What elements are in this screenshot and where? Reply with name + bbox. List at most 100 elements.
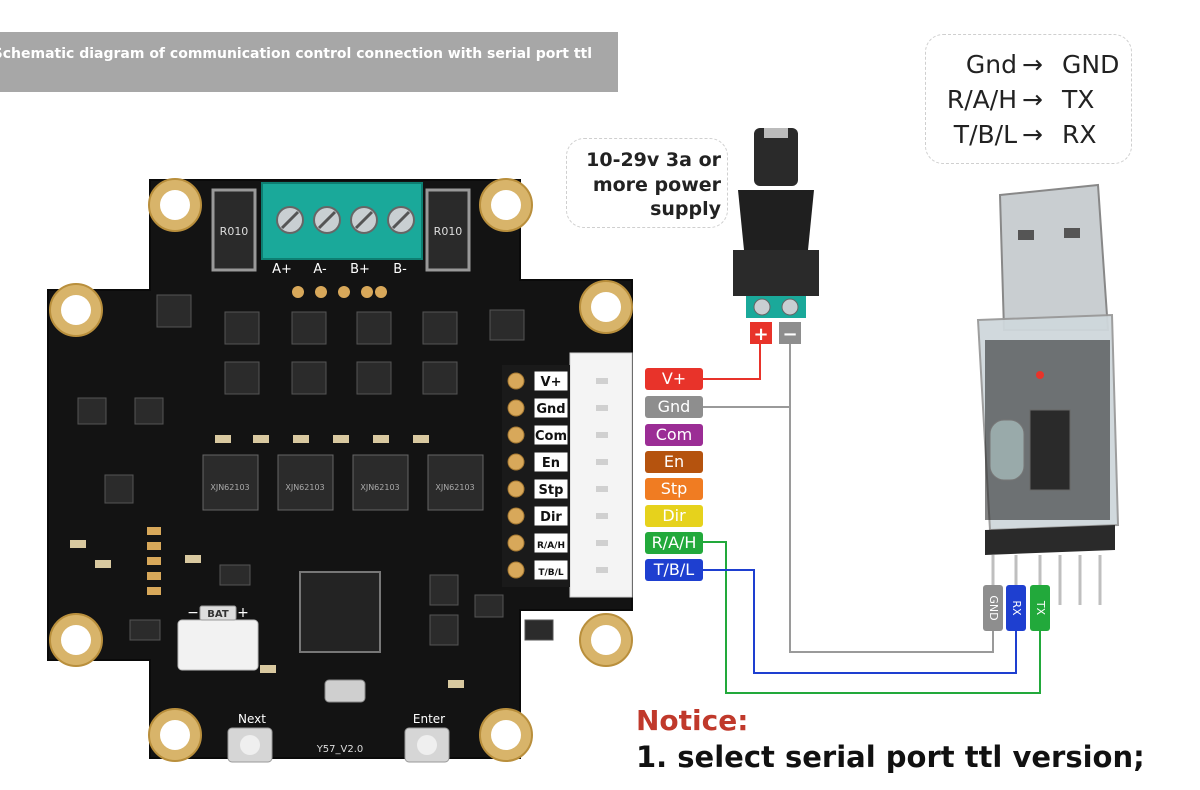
battery-connector: BAT + − bbox=[177, 605, 259, 671]
wire-gnd-usb bbox=[789, 407, 994, 653]
svg-text:RX: RX bbox=[1010, 600, 1023, 616]
resistor-label-left: R010 bbox=[220, 225, 249, 238]
driver-label-2: XJN62103 bbox=[285, 483, 324, 492]
header-label: V+ bbox=[541, 375, 562, 390]
pin-tag-vplus: V+ bbox=[645, 368, 703, 390]
pin-tag-stp: Stp bbox=[645, 478, 703, 500]
header-label-box bbox=[533, 532, 569, 554]
wire-vplus bbox=[703, 340, 761, 380]
mapping-from: Gnd bbox=[965, 50, 1017, 79]
pin-tag-dir: Dir bbox=[645, 505, 703, 527]
driver-label-3: XJN62103 bbox=[360, 483, 399, 492]
driver-label-4: XJN62103 bbox=[435, 483, 474, 492]
header-label-box bbox=[533, 424, 569, 446]
controller-board: R010 R010 A+ A- B+ B- bbox=[47, 178, 633, 763]
wire-gnd-supply bbox=[703, 340, 791, 408]
power-note-line-3: supply bbox=[650, 198, 721, 220]
enter-label: Enter bbox=[413, 712, 445, 726]
bat-plus: + bbox=[237, 605, 249, 621]
mapping-arrow: → bbox=[1022, 85, 1043, 114]
jack-plus-label: + bbox=[753, 324, 768, 345]
header-pad bbox=[507, 453, 525, 471]
mapping-from: R/A/H bbox=[946, 85, 1017, 114]
header-pad bbox=[507, 534, 525, 552]
pin-tag-rah: R/A/H bbox=[645, 532, 703, 554]
header-slot bbox=[596, 405, 608, 411]
terminal-label-a-minus: A- bbox=[313, 262, 327, 277]
wires bbox=[703, 340, 1041, 694]
header-label-box bbox=[533, 559, 569, 581]
wire-rah bbox=[703, 541, 1041, 694]
bat-label: BAT bbox=[207, 609, 229, 620]
header-label: Com bbox=[535, 429, 567, 444]
power-note-line-1: 10-29v 3a or bbox=[586, 149, 721, 171]
header-slot bbox=[596, 459, 608, 465]
header-slot bbox=[596, 378, 608, 384]
board-buttons: Next Enter Y57_V2.0 bbox=[227, 712, 450, 763]
version-label: Y57_V2.0 bbox=[316, 744, 364, 755]
header-slot bbox=[596, 486, 608, 492]
header-label: R/A/H bbox=[537, 541, 565, 551]
header-label: Dir bbox=[540, 510, 562, 525]
header-pad bbox=[507, 372, 525, 390]
header-pad bbox=[507, 561, 525, 579]
mcu-chip bbox=[299, 571, 381, 653]
mapping-to: RX bbox=[1062, 120, 1097, 149]
driver-ics: XJN62103 XJN62103 XJN62103 XJN62103 bbox=[202, 454, 484, 511]
header-slot bbox=[596, 540, 608, 546]
power-jack: + − bbox=[733, 128, 819, 345]
header-label-box bbox=[533, 505, 569, 527]
mapping-arrow: → bbox=[1022, 50, 1043, 79]
jack-minus-label: − bbox=[782, 324, 797, 345]
header-pad bbox=[507, 426, 525, 444]
svg-text:GND: GND bbox=[987, 595, 1000, 620]
header-slot bbox=[596, 567, 608, 573]
notice-title: Notice: bbox=[636, 704, 749, 737]
svg-text:TX: TX bbox=[1034, 600, 1047, 616]
header-label-box bbox=[533, 451, 569, 473]
driver-label-1: XJN62103 bbox=[210, 483, 249, 492]
pin-tag-com: Com bbox=[645, 424, 703, 446]
power-note-line-2: more power bbox=[592, 174, 721, 196]
header-label: Stp bbox=[539, 483, 564, 498]
mapping-from: T/B/L bbox=[953, 120, 1017, 149]
mapping-to: GND bbox=[1062, 50, 1120, 79]
motor-terminal-block: A+ A- B+ B- bbox=[261, 182, 423, 277]
header-label-box bbox=[533, 397, 569, 419]
header-pad bbox=[507, 507, 525, 525]
header-label: Gnd bbox=[536, 402, 565, 417]
mosfet-array bbox=[156, 294, 525, 395]
mapping-arrow: → bbox=[1022, 120, 1043, 149]
pin-tag-tbl: T/B/L bbox=[645, 559, 703, 581]
usb-ttl-adapter: GND RX TX bbox=[976, 183, 1120, 631]
resistor-label-right: R010 bbox=[434, 225, 463, 238]
pin-tag-gnd: Gnd bbox=[645, 396, 703, 418]
mapping-to: TX bbox=[1062, 85, 1095, 114]
header-label-box bbox=[533, 478, 569, 500]
bat-minus: − bbox=[187, 605, 199, 621]
usb-pin-tag-rx: RX bbox=[1006, 585, 1026, 631]
header-pad bbox=[507, 399, 525, 417]
usb-pin-tag-tx: TX bbox=[1030, 585, 1050, 631]
shunt-resistors: R010 R010 bbox=[211, 188, 471, 272]
wire-tbl bbox=[703, 569, 1017, 674]
terminal-label-a-plus: A+ bbox=[272, 262, 292, 277]
header-slot bbox=[596, 513, 608, 519]
header-label: T/B/L bbox=[538, 568, 564, 578]
header-label-box bbox=[533, 370, 569, 392]
terminal-label-b-minus: B- bbox=[393, 262, 407, 277]
usb-pin-tag-gnd: GND bbox=[983, 585, 1003, 631]
title-banner: Schematic diagram of communication contr… bbox=[0, 32, 618, 92]
pin-tag-en: En bbox=[645, 451, 703, 473]
terminal-label-b-plus: B+ bbox=[350, 262, 370, 277]
header-pad bbox=[507, 480, 525, 498]
header-label: En bbox=[542, 456, 560, 471]
pin-mapping-note: Gnd → GND R/A/H → TX T/B/L → RX bbox=[925, 34, 1132, 164]
header-slot bbox=[596, 432, 608, 438]
banner-title: Schematic diagram of communication contr… bbox=[0, 46, 592, 62]
power-supply-note: 10-29v 3a or more power supply bbox=[566, 138, 728, 228]
crystal bbox=[324, 679, 366, 703]
notice-body: 1. select serial port ttl version; bbox=[636, 740, 1145, 774]
